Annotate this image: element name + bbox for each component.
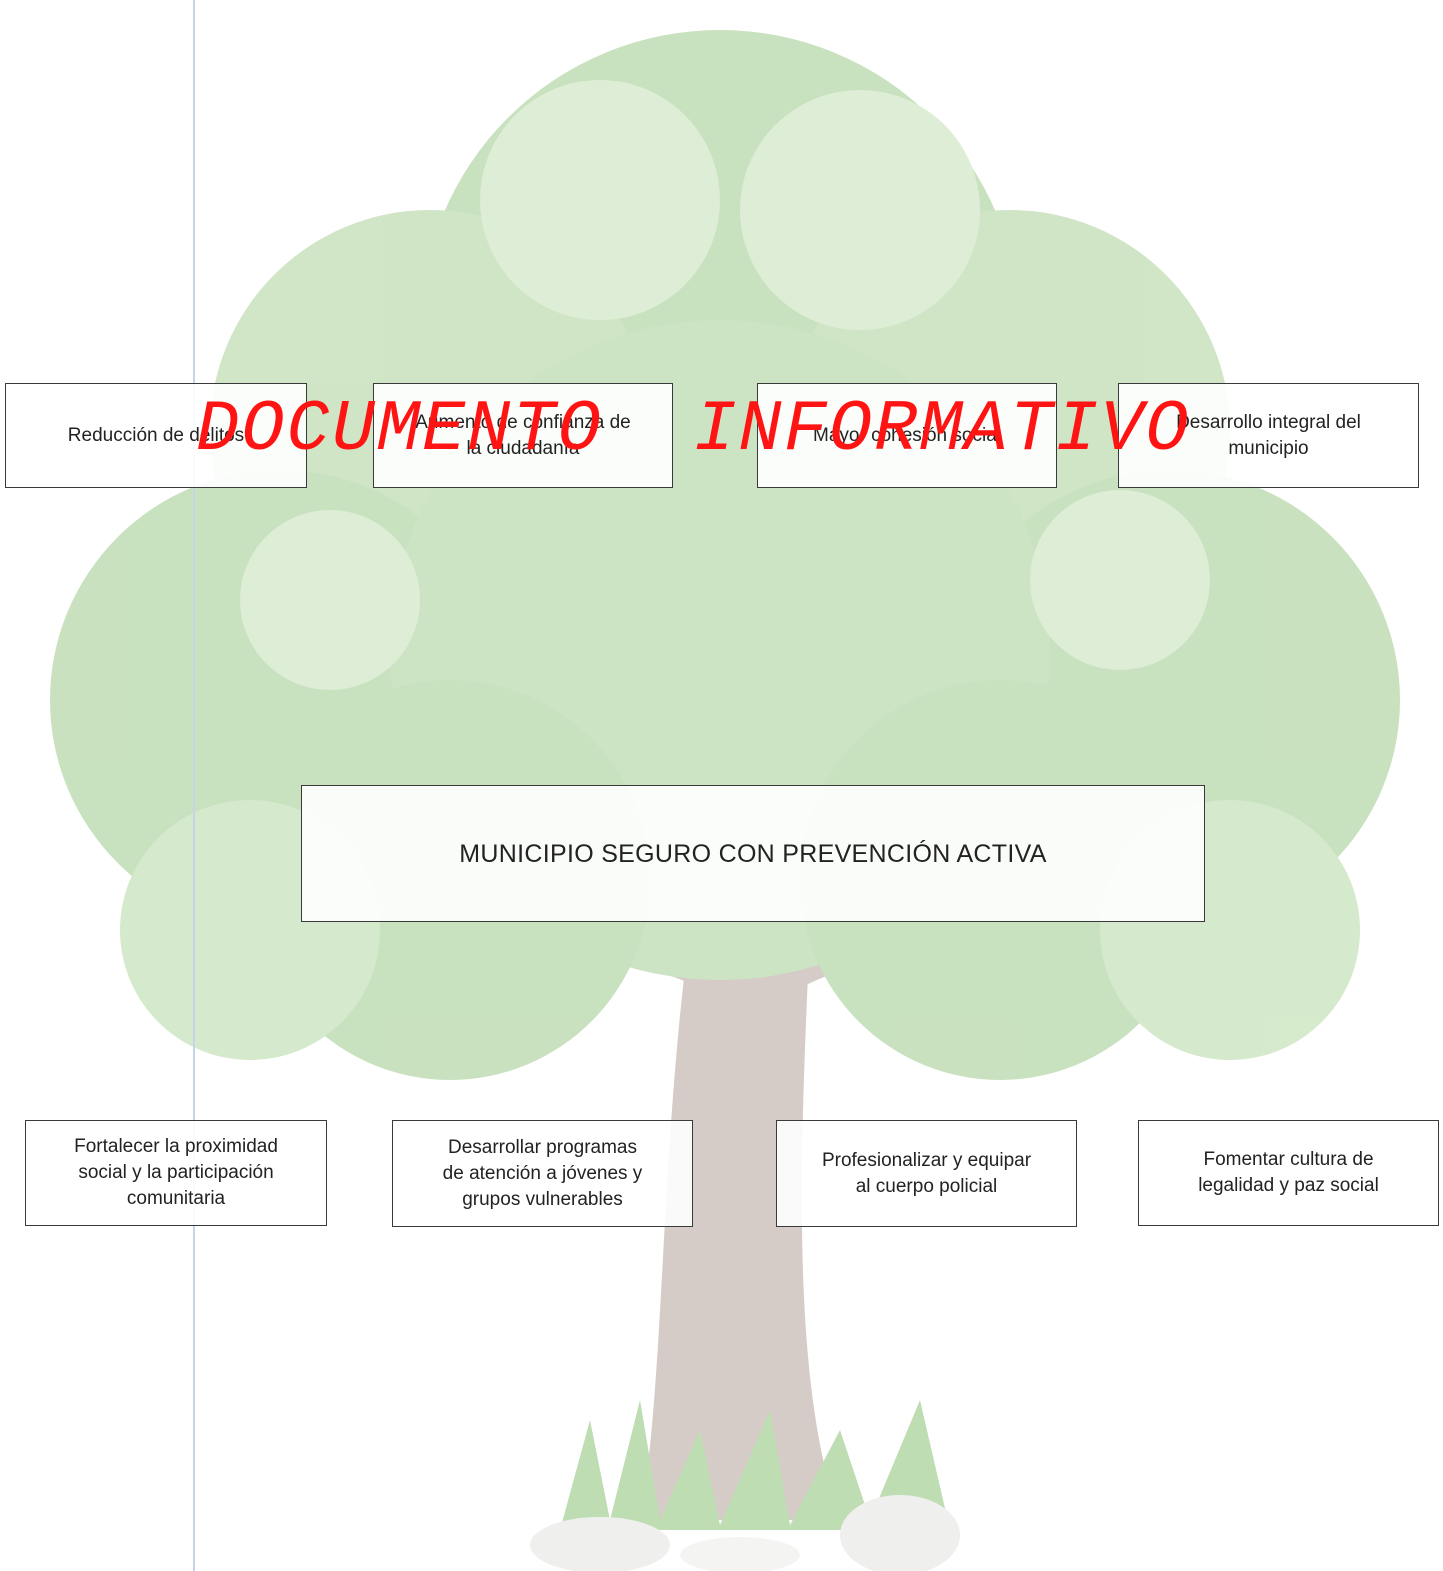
central-goal-box: MUNICIPIO SEGURO CON PREVENCIÓN ACTIVA [301,785,1205,922]
grass [560,1400,950,1530]
effect-text-1: Reducción de delitos [67,424,245,446]
effect-box-2: Aumento de confianza de la ciudadanía [373,383,673,488]
means-text-1: Fortalecer la proximidad social y la par… [74,1136,278,1209]
page-margin-line [193,0,195,1571]
central-goal-text: MUNICIPIO SEGURO CON PREVENCIÓN ACTIVA [459,839,1047,868]
effect-box-1: Reducción de delitos [5,383,307,488]
effect-text-2: Aumento de confianza de la ciudadanía [415,411,631,459]
rock [840,1495,960,1571]
effect-box-3: Mayor cohesión social [757,383,1057,488]
means-box-1: Fortalecer la proximidad social y la par… [25,1120,327,1226]
effect-text-3: Mayor cohesión social [813,424,1001,446]
rock [680,1537,800,1571]
means-text-4: Fomentar cultura de legalidad y paz soci… [1198,1149,1379,1196]
effect-text-4: Desarrollo integral del municipio [1176,411,1361,459]
tree-trunk [640,930,840,1520]
tree-foliage [50,30,1400,1080]
rock [530,1517,670,1571]
means-box-4: Fomentar cultura de legalidad y paz soci… [1138,1120,1439,1226]
means-box-3: Profesionalizar y equipar al cuerpo poli… [776,1120,1077,1227]
means-text-3: Profesionalizar y equipar al cuerpo poli… [821,1149,1032,1197]
means-text-2: Desarrollar programas de atención a jóve… [442,1136,643,1210]
means-box-2: Desarrollar programas de atención a jóve… [392,1120,693,1227]
effect-box-4: Desarrollo integral del municipio [1118,383,1419,488]
